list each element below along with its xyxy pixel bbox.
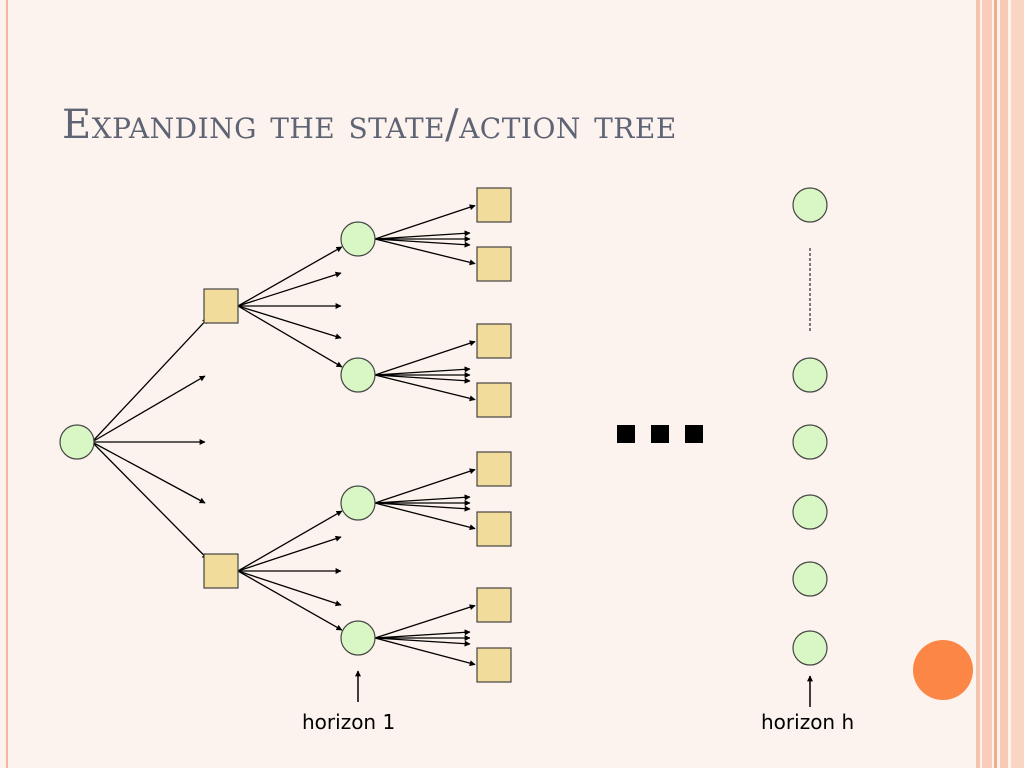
edge-stub: [237, 271, 342, 307]
edge-stub: [237, 570, 342, 607]
leaf-action-node: [476, 246, 512, 282]
leaf-action-node: [476, 323, 512, 359]
state-node-horizon-h: [792, 357, 828, 393]
action-node-bottom: [203, 553, 239, 589]
edge-to-leaf-action: [374, 502, 476, 531]
edge-stub: [374, 629, 471, 639]
edge-stub: [237, 535, 342, 572]
state-node-horizon-h: [792, 187, 828, 223]
edge-stub: [374, 637, 471, 647]
edge-to-leaf-action: [374, 238, 476, 266]
horizon-1-label: horizon 1: [302, 710, 395, 734]
edge-to-action: [91, 317, 209, 443]
slide-title: Expanding the state/action tree: [62, 102, 677, 148]
edge-stub: [237, 305, 342, 340]
edge-to-state: [237, 305, 343, 368]
state-node-horizon-1: [340, 620, 376, 656]
state-node-horizon-h: [792, 494, 828, 530]
leaf-action-node: [476, 647, 512, 683]
edge-to-state: [237, 246, 343, 307]
edge-stub: [374, 494, 471, 504]
state-node-horizon-h: [792, 561, 828, 597]
edge-to-leaf-action: [374, 637, 476, 667]
decorative-stripes: [976, 0, 1024, 768]
state-node-horizon-h: [792, 630, 828, 666]
nodes-layer: [59, 187, 828, 683]
edge-to-leaf-action: [374, 204, 476, 240]
state-node-horizon-1: [340, 485, 376, 521]
ellipsis-dots: [617, 425, 703, 443]
state-node-horizon-1: [340, 221, 376, 257]
edge-stub: [91, 441, 206, 504]
edge-to-action: [91, 441, 209, 560]
edge-stub: [374, 238, 471, 248]
edge-to-leaf-action: [374, 340, 476, 376]
state-node-horizon-1: [340, 357, 376, 393]
edge-stub: [91, 375, 206, 443]
state-node-horizon-h: [792, 424, 828, 460]
action-node-top: [203, 288, 239, 324]
horizon-h-label: horizon h: [761, 710, 854, 734]
edge-to-state: [237, 570, 343, 631]
leaf-action-node: [476, 511, 512, 547]
root-state-node: [59, 424, 95, 460]
edge-stub: [374, 374, 471, 384]
edge-stub: [374, 502, 471, 512]
edge-to-state: [237, 510, 343, 572]
edges-layer: [91, 204, 476, 667]
leaf-action-node: [476, 187, 512, 223]
leaf-action-node: [476, 382, 512, 418]
accent-dot: [913, 640, 973, 700]
leaf-action-node: [476, 587, 512, 623]
edge-to-leaf-action: [374, 604, 476, 639]
edge-to-leaf-action: [374, 374, 476, 402]
edge-stub: [374, 230, 471, 240]
edge-to-leaf-action: [374, 468, 476, 504]
leaf-action-node: [476, 451, 512, 487]
edge-stub: [374, 366, 471, 376]
